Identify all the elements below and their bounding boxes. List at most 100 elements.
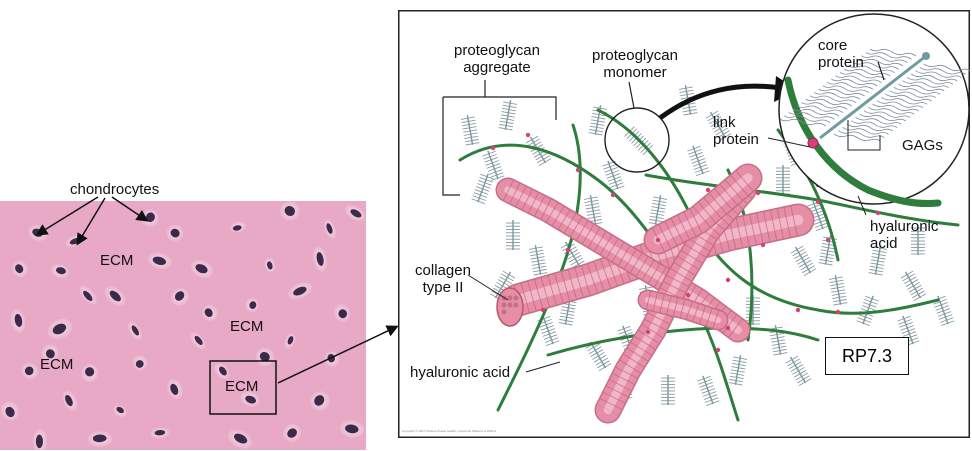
core-protein-magnified [819,54,927,140]
proteoglycan-monomer [728,355,748,386]
chondrocyte [284,333,296,349]
chondrocyte [47,318,73,340]
chondrocyte [313,246,327,272]
gag-chain-pair [835,75,936,98]
gag-chain-pair [818,88,919,112]
link-protein-label: link protein [713,114,759,148]
chondrocyte [51,264,69,278]
gag-chain-pair [856,58,958,82]
chondrocyte-arrow-2 [76,197,106,246]
chondrocyte [344,205,366,221]
core-line-2: protein [818,54,864,71]
gag-chain-pair [852,62,954,85]
chondrocyte [41,344,59,362]
gag-chain-pair [869,48,971,72]
chondrocytes-label: chondrocytes [70,181,160,198]
link-protein-dot [575,167,581,173]
link-line-2: protein [713,131,759,148]
link-protein-dot [715,347,721,353]
ecm-label-4: ECM [225,378,259,395]
chondrocyte [81,364,99,382]
gag-chain-pair [809,95,911,118]
gag-chain-pair [822,85,924,108]
gag-chain-pair [796,105,898,128]
core-protein-leader [877,61,885,81]
hyaluronic-acid-bottom-label: hyaluronic acid [410,364,511,381]
gag-chain-pair [788,112,889,135]
link-protein-dot [655,237,661,243]
link-protein-dot [525,132,531,138]
chondrocyte [264,257,276,273]
magnify-arrow [658,83,782,121]
collagen-leader [467,274,509,301]
proteoglycan-monomer [537,315,560,346]
link-protein-dot [490,145,496,151]
ecm-diagram [398,10,971,438]
chondrocyte [166,224,184,242]
proteoglycan-monomer [602,160,625,191]
proteoglycan-monomer [498,100,518,131]
chondrocyte [240,391,260,407]
link-line-1: link [713,114,736,131]
proteoglycan-monomer [746,295,760,325]
proteoglycan-monomer [807,200,830,231]
link-protein-dot [795,307,801,313]
gag-chain-pair [801,102,902,125]
chondrocyte [190,260,214,278]
chondrocyte [334,304,350,322]
gag-chain-pair [779,118,881,142]
gag-chain-pair [865,52,966,75]
gags-label: GAGs [902,137,943,154]
chondrocyte [150,427,170,439]
chondrocyte [324,219,336,239]
aggregate-line-2: aggregate [463,59,531,76]
link-proteins [490,132,881,353]
proteoglycan-monomer [471,173,494,204]
gag-chain-pair [831,78,932,102]
chondrocyte [214,362,230,380]
proteoglycan-monomer [687,145,710,176]
chondrocyte [339,420,365,438]
link-protein-dot [760,242,766,248]
link-protein-dot [705,187,711,193]
proteoglycan-monomer [661,375,675,405]
proteoglycan-monomer [528,245,548,276]
collagen-fibrils [495,163,815,424]
chondrocyte [167,378,183,400]
link-protein-dot [835,309,841,315]
gag-chain-pair [848,65,949,88]
proteoglycan-monomer [785,355,812,387]
micrograph-image [0,201,366,450]
chondrocyte [227,429,253,449]
proteoglycan-monomer [932,295,955,326]
collagen-line-2: type II [422,279,464,296]
link-protein-dot [645,329,651,335]
link-protein-dot [685,292,691,298]
aggregate-line-1: proteoglycan [454,42,540,59]
chondrocyte-arrow-3 [111,196,149,222]
gag-chain-pair [784,115,885,138]
link-protein-dot [610,192,616,198]
chondrocyte [62,390,78,412]
chondrocyte [171,288,189,306]
chondrocyte [10,309,26,333]
zoom-region-box [209,360,277,415]
chondrocyte [245,297,259,313]
link-protein-magnified [807,137,819,149]
proteoglycan-monomer [648,195,668,226]
ecm-diagram-panel [398,10,971,438]
proteoglycan-monomer [900,270,927,302]
gag-chain-pair [826,82,928,105]
copyright-text: Copyright © 2017 Wolters Kluwer Health |… [402,429,497,433]
core-line-1: core [818,37,848,54]
figure-code-box: RP7.3 [825,337,909,375]
proteoglycan-monomer [790,245,817,277]
chondrocyte [310,391,330,411]
link-protein-dot [725,277,731,283]
monomer-line-2: monomer [603,64,667,81]
hyaluronic-bottom-leader [525,361,561,373]
proteoglycan-monomer [705,110,732,142]
proteoglycan-monomer [482,150,505,181]
chondrocyte [202,304,218,322]
